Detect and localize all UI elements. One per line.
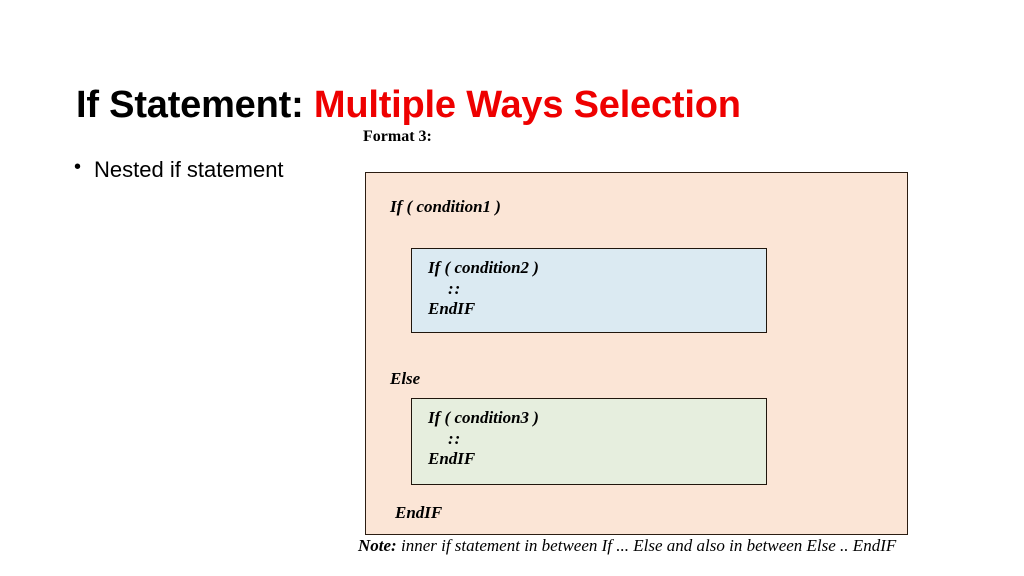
slide-note: Note: inner if statement in between If .… xyxy=(358,536,1018,556)
page-title: If Statement: Multiple Ways Selection xyxy=(76,85,976,127)
outer-if-block: If ( condition1 ) If ( condition2 ) :: E… xyxy=(365,172,908,535)
nested-if-condition-label: If ( condition2 ) xyxy=(428,258,539,277)
slide-note-body: inner if statement in between If ... Els… xyxy=(396,536,897,555)
nested-else-ellipsis-label: :: xyxy=(448,429,462,448)
nested-else-endif-label: EndIF xyxy=(428,449,476,468)
outer-if-condition-label: If ( condition1 ) xyxy=(390,197,501,216)
page-title-accent: Multiple Ways Selection xyxy=(313,84,741,127)
nested-if-endif-label: EndIF xyxy=(428,299,476,318)
nested-if-ellipsis-label: :: xyxy=(448,279,462,298)
format-caption: Format 3: xyxy=(363,128,432,145)
nested-else-block: If ( condition3 ) :: EndIF xyxy=(411,398,767,485)
nested-if-block: If ( condition2 ) :: EndIF xyxy=(411,248,767,333)
outer-else-label: Else xyxy=(390,369,421,388)
list-item: Nested if statement xyxy=(72,155,352,184)
page-title-main: If Statement: xyxy=(76,84,314,127)
nested-else-condition-label: If ( condition3 ) xyxy=(428,408,539,427)
outer-endif-label: EndIF xyxy=(395,503,443,522)
slide-note-label: Note: xyxy=(358,536,397,555)
bullet-list: Nested if statement xyxy=(72,155,352,184)
